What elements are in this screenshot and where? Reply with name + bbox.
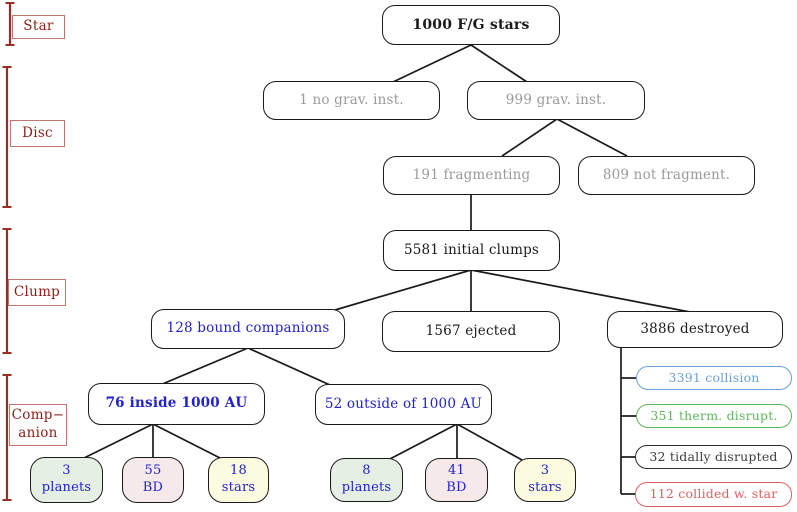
outside-stars-count: 3 (540, 463, 550, 479)
destroyed-branch-connector (620, 347, 637, 495)
node-inside-1000au: 76 inside 1000 AU (88, 383, 265, 425)
stage-label-clump-text: Clump (13, 283, 61, 300)
outside-bd-count: 41 (448, 463, 465, 479)
outside-planets-count: 8 (362, 463, 371, 479)
node-thermal-disrupt: 351 therm. disrupt. (636, 404, 792, 428)
node-no-grav-inst: 1 no grav. inst. (263, 81, 440, 120)
node-outside-1000au: 52 outside of 1000 AU (315, 384, 492, 425)
stage-label-clump: Clump (8, 279, 66, 306)
outside-stars-type: stars (528, 480, 562, 495)
node-tidally-disrupted: 32 tidally disrupted (635, 445, 792, 469)
node-ejected: 1567 ejected (382, 311, 560, 352)
inside-planets-type: planets (41, 480, 92, 495)
stage-label-star: Star (12, 15, 65, 39)
stage-label-disc-text: Disc (22, 124, 53, 141)
inside-stars-type: stars (221, 480, 256, 495)
stage-label-companion: Comp− anion (9, 404, 67, 446)
node-not-fragment: 809 not fragment. (578, 156, 755, 195)
stage-label-companion-line1: Comp− (11, 407, 65, 424)
node-bound-companions: 128 bound companions (151, 309, 345, 349)
node-1000-fg-stars: 1000 F/G stars (382, 5, 560, 45)
inside-bd-type: BD (142, 480, 164, 495)
outside-bd-type: BD (446, 480, 467, 495)
node-inside-stars: 18 stars (208, 457, 269, 503)
node-initial-clumps: 5581 initial clumps (383, 230, 560, 271)
node-destroyed: 3886 destroyed (607, 311, 783, 348)
node-outside-bd: 41 BD (425, 458, 488, 502)
node-outside-stars: 3 stars (514, 458, 576, 502)
inside-stars-count: 18 (230, 463, 247, 479)
stage-label-star-text: Star (23, 18, 54, 35)
node-collision: 3391 collision (636, 366, 792, 390)
node-grav-inst: 999 grav. inst. (467, 81, 645, 120)
node-fragmenting: 191 fragmenting (383, 156, 560, 195)
outside-planets-type: planets (341, 480, 392, 495)
stage-label-disc: Disc (10, 120, 65, 147)
stage-label-companion-line2: anion (18, 425, 58, 441)
node-inside-bd: 55 BD (122, 457, 184, 503)
node-collided-with-star: 112 collided w. star (635, 482, 792, 507)
node-inside-planets: 3 planets (30, 457, 103, 503)
inside-planets-count: 3 (62, 463, 71, 479)
inside-bd-count: 55 (144, 463, 162, 479)
node-outside-planets: 8 planets (330, 458, 403, 502)
